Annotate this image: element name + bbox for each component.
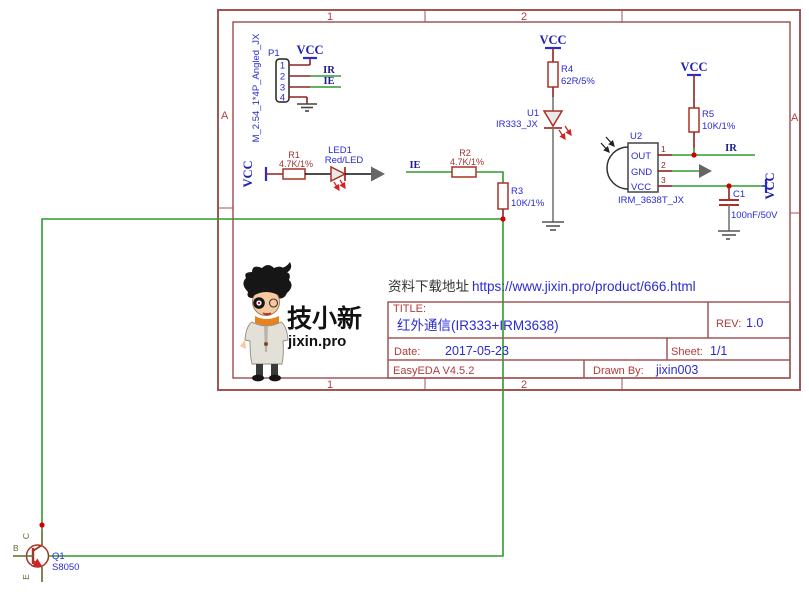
- logo-text: 技小新: [287, 304, 362, 333]
- date-label: Date:: [394, 346, 420, 358]
- rev-label: REV:: [716, 318, 741, 330]
- sheet-value: 1/1: [710, 344, 727, 358]
- r1-ref-label: R1: [288, 150, 300, 160]
- r2-ref-label: R2: [459, 148, 471, 158]
- rev-value: 1.0: [746, 316, 763, 330]
- capacitor-c1[interactable]: C1 100nF/50V: [719, 186, 778, 231]
- resistor-r3[interactable]: R3 10K/1%: [497, 182, 545, 219]
- p1-footprint-label: M_2.54_1*4P_Angled_JX: [251, 33, 262, 142]
- p1-pin2-number: 2: [280, 72, 285, 83]
- c1-value-label: 100nF/50V: [731, 210, 778, 221]
- frame-col-1-top: 1: [327, 11, 333, 23]
- p1-body[interactable]: [275, 58, 290, 103]
- download-note-url[interactable]: https://www.jixin.pro/product/666.html: [472, 279, 696, 294]
- u2-pin-out-label: OUT: [631, 151, 651, 162]
- junction-r5-out: [691, 152, 697, 158]
- download-note-prefix: 资料下载地址: [388, 279, 469, 294]
- ground-arrow-u2[interactable]: [699, 164, 712, 178]
- drawn-by-label: Drawn By:: [593, 365, 644, 377]
- vcc-flag-r1[interactable]: VCC: [241, 160, 283, 188]
- tool-version: EasyEDA V4.5.2: [393, 365, 474, 377]
- ground-arrow-led1[interactable]: [371, 166, 385, 182]
- net-wire-loop[interactable]: [41, 218, 504, 557]
- vcc-flag-r5-label: VCC: [680, 60, 707, 74]
- u1-ref-label: U1: [527, 108, 539, 119]
- vcc-flag-r4[interactable]: VCC: [539, 33, 567, 62]
- schematic-title: 红外通信(IR333+IRM3638): [397, 318, 559, 333]
- r4-ref-label: R4: [561, 64, 573, 75]
- u2-pin-gnd-label: GND: [631, 167, 652, 178]
- title-label: TITLE:: [393, 303, 426, 315]
- q1-pin-c-label: C: [21, 533, 31, 539]
- p1-pin3-number: 3: [280, 83, 285, 94]
- r1-value-label: 4.7K/1%: [279, 159, 313, 169]
- ic-u2[interactable]: U2 OUT GND VCC 1 2 3 IRM_3638T_JX: [600, 131, 685, 206]
- date-value: 2017-05-23: [445, 344, 509, 358]
- ie-net-label-r2: IE: [409, 160, 420, 171]
- led-led1[interactable]: LED1 Red/LED: [325, 145, 364, 192]
- led1-value-label: Red/LED: [325, 155, 364, 166]
- frame-col-2-bottom: 2: [521, 379, 527, 391]
- ie-net-label-p1: IE: [323, 76, 334, 87]
- frame-row-a-left: A: [221, 110, 229, 122]
- vcc-flag-r5[interactable]: VCC: [680, 60, 708, 108]
- wire-r2-r3[interactable]: [476, 171, 504, 183]
- p1-pin1-number: 1: [280, 61, 285, 72]
- net-stub-ir[interactable]: IR: [310, 65, 341, 77]
- u2-pin3-number: 3: [661, 175, 666, 185]
- vcc-flag-r1-label: VCC: [241, 160, 255, 187]
- drawn-by-value: jixin003: [655, 363, 698, 377]
- p1-pin4-number: 4: [280, 93, 285, 104]
- ir-in-arrow-1: [605, 136, 615, 147]
- transistor-q1[interactable]: C B E Q1 S8050: [13, 530, 79, 582]
- u2-body[interactable]: [627, 142, 659, 193]
- q1-value-label: S8050: [52, 562, 79, 573]
- net-stub-ie[interactable]: IE: [310, 76, 341, 88]
- u2-pin1-number: 1: [661, 144, 666, 154]
- u1-value-label: IR333_JX: [496, 119, 538, 130]
- connector-p1[interactable]: M_2.54_1*4P_Angled_JX P1 1 2 3 4: [251, 33, 311, 142]
- frame-col-2-top: 2: [521, 11, 527, 23]
- c1-ref-label: C1: [733, 189, 745, 200]
- ir-net-label-u2: IR: [725, 143, 737, 154]
- u2-value-label: IRM_3638T_JX: [618, 195, 685, 206]
- q1-pin-b-label: B: [13, 543, 19, 553]
- ir-led-u1[interactable]: U1 IR333_JX: [496, 108, 572, 141]
- r2-value-label: 4.7K/1%: [450, 157, 484, 167]
- title-block: [387, 301, 791, 379]
- u2-ref-label: U2: [630, 131, 642, 142]
- r3-ref-label: R3: [511, 186, 523, 197]
- r3-value-label: 10K/1%: [511, 198, 545, 209]
- ground-symbol-p1[interactable]: [297, 103, 317, 112]
- r5-ref-label: R5: [702, 109, 714, 120]
- frame-row-a-right: A: [791, 112, 799, 124]
- logo-site: jixin.pro: [287, 333, 346, 350]
- led1-ref-label: LED1: [328, 145, 352, 156]
- u2-pin2-number: 2: [661, 160, 666, 170]
- junction-r3: [500, 216, 506, 222]
- vcc-flag-u2[interactable]: VCC: [762, 172, 777, 200]
- u2-pin-vcc-label: VCC: [631, 182, 651, 193]
- ground-symbol-u1[interactable]: [542, 221, 564, 231]
- frame-col-1-bottom: 1: [327, 379, 333, 391]
- vcc-flag-p1[interactable]: VCC: [296, 43, 324, 60]
- u2-lens-dome: [606, 146, 629, 190]
- vcc-flag-u2-label: VCC: [763, 172, 777, 199]
- ir-in-arrow-2: [600, 142, 610, 153]
- q1-ref-label: Q1: [52, 551, 65, 562]
- resistor-r5[interactable]: R5 10K/1%: [688, 107, 736, 133]
- junction-q1: [39, 522, 45, 528]
- mascot-logo: [240, 262, 292, 382]
- r5-value-label: 10K/1%: [702, 121, 736, 132]
- p1-ref-label: P1: [268, 48, 280, 59]
- vcc-flag-p1-label: VCC: [296, 43, 323, 57]
- q1-pin-e-label: E: [21, 574, 31, 580]
- resistor-r4[interactable]: R4 62R/5%: [547, 61, 595, 88]
- sheet-label: Sheet:: [671, 346, 703, 358]
- ground-symbol-c1[interactable]: [718, 230, 740, 240]
- vcc-flag-r4-label: VCC: [539, 33, 566, 47]
- ir-net-label-p1: IR: [323, 65, 335, 76]
- r4-value-label: 62R/5%: [561, 76, 595, 87]
